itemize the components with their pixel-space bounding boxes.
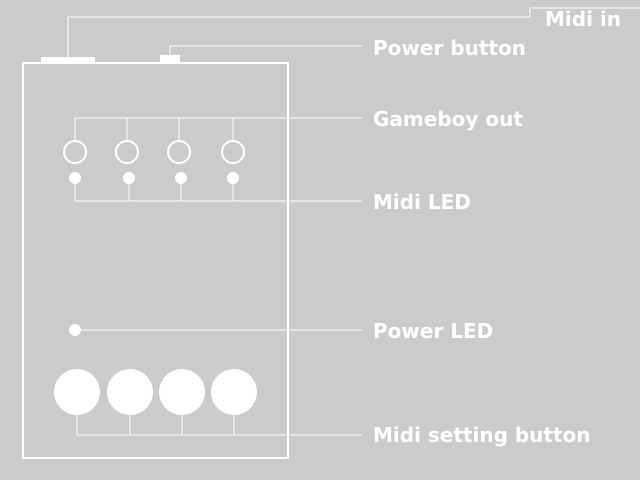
power-led xyxy=(69,324,81,336)
midi-led-2 xyxy=(123,172,135,184)
label-power-button: Power button xyxy=(373,36,526,60)
label-midi-led: Midi LED xyxy=(373,190,471,214)
power-button-leader-line xyxy=(169,45,362,55)
midi-in-connector xyxy=(41,57,95,63)
gameboy-out-port-2 xyxy=(115,140,139,164)
midi-led-4 xyxy=(227,172,239,184)
midi-setting-button-4 xyxy=(211,369,257,415)
label-gameboy-out: Gameboy out xyxy=(373,107,523,131)
label-midi-in: Midi in xyxy=(545,7,621,31)
power-button-part xyxy=(160,55,180,63)
midi-in-leader-line xyxy=(67,7,640,57)
gameboy-out-port-1 xyxy=(63,140,87,164)
midi-setting-button-1 xyxy=(54,369,100,415)
label-midi-setting-button: Midi setting button xyxy=(373,423,591,447)
midi-led-3 xyxy=(175,172,187,184)
gameboy-out-port-3 xyxy=(167,140,191,164)
gameboy-out-ports xyxy=(63,117,362,164)
midi-setting-button-3 xyxy=(159,369,205,415)
midi-led-1 xyxy=(69,172,81,184)
gameboy-out-port-4 xyxy=(221,140,245,164)
label-power-led: Power LED xyxy=(373,319,493,343)
midi-leds xyxy=(69,172,362,202)
device-enclosure xyxy=(22,62,289,459)
midi-setting-buttons xyxy=(54,369,362,436)
midi-setting-button-2 xyxy=(107,369,153,415)
